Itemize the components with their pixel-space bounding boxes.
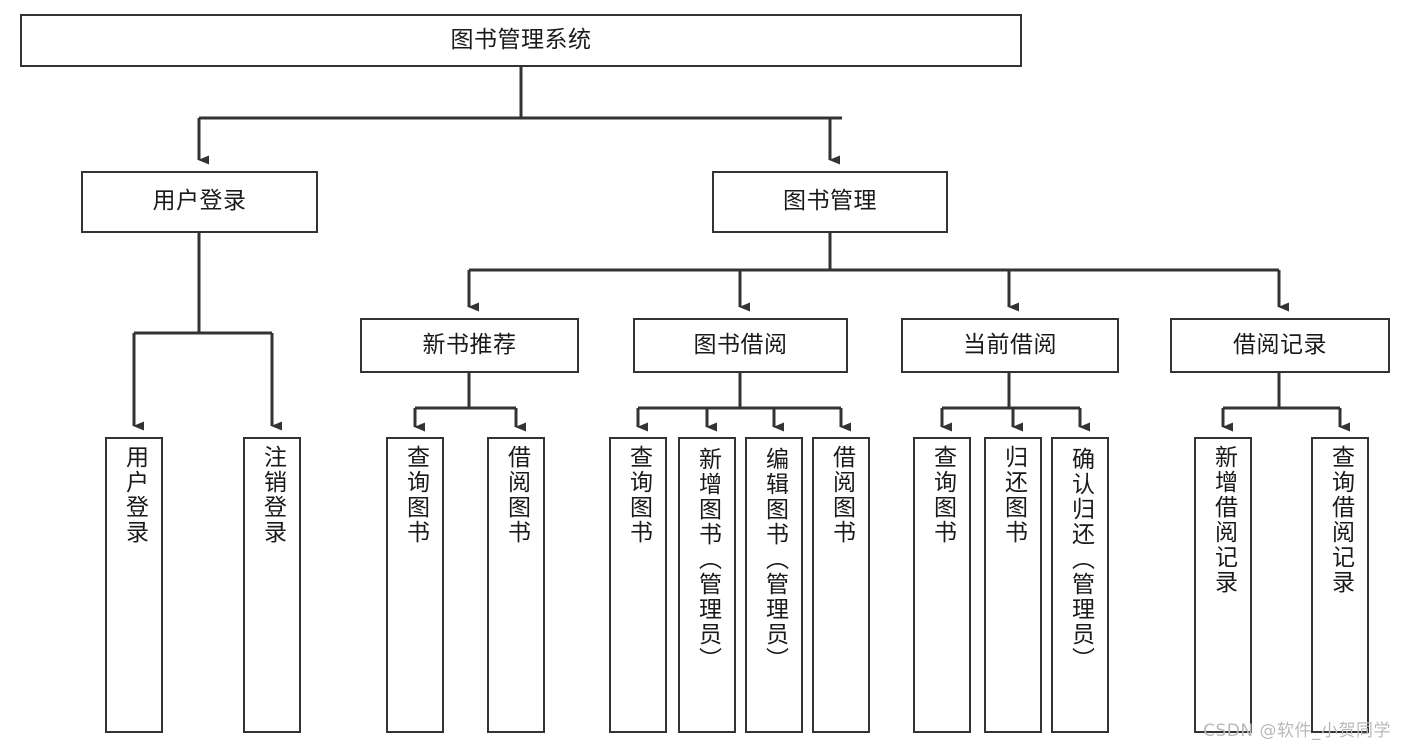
node-leaf-edit-book-admin[interactable]: 编辑图书（管理员） — [745, 437, 803, 733]
node-leaf-user-login[interactable]: 用户登录 — [105, 437, 163, 733]
node-root-system[interactable]: 图书管理系统 — [20, 14, 1022, 67]
node-borrow-record[interactable]: 借阅记录 — [1170, 318, 1390, 373]
node-book-manage-label: 图书管理 — [783, 188, 877, 215]
node-user-login[interactable]: 用户登录 — [81, 171, 318, 233]
node-leaf-confirm-return-admin-label: 确认归还（管理员） — [1067, 447, 1094, 672]
node-leaf-query-book-borrow[interactable]: 查询图书 — [609, 437, 667, 733]
node-new-book-recommend[interactable]: 新书推荐 — [360, 318, 579, 373]
node-leaf-query-book-recommend-label: 查询图书 — [402, 445, 429, 545]
node-leaf-query-book-recommend[interactable]: 查询图书 — [386, 437, 444, 733]
node-leaf-borrow-book-label: 借阅图书 — [828, 445, 855, 545]
node-leaf-edit-book-admin-label: 编辑图书（管理员） — [761, 447, 788, 672]
node-leaf-add-borrow-record[interactable]: 新增借阅记录 — [1194, 437, 1252, 733]
node-book-borrow[interactable]: 图书借阅 — [633, 318, 848, 373]
node-current-borrow-label: 当前借阅 — [963, 331, 1057, 358]
node-new-book-recommend-label: 新书推荐 — [422, 331, 517, 358]
node-user-login-label: 用户登录 — [152, 188, 247, 215]
node-book-borrow-label: 图书借阅 — [693, 331, 788, 358]
node-leaf-return-book-label: 归还图书 — [1000, 445, 1027, 545]
node-leaf-query-book-current-label: 查询图书 — [929, 445, 956, 545]
node-root-label: 图书管理系统 — [450, 26, 592, 53]
node-leaf-return-book[interactable]: 归还图书 — [984, 437, 1042, 733]
node-leaf-query-book-borrow-label: 查询图书 — [625, 445, 652, 545]
node-leaf-borrow-book-recommend-label: 借阅图书 — [503, 445, 530, 545]
node-leaf-add-book-admin-label: 新增图书（管理员） — [694, 447, 721, 672]
node-book-manage[interactable]: 图书管理 — [712, 171, 948, 233]
node-leaf-borrow-book-recommend[interactable]: 借阅图书 — [487, 437, 545, 733]
csdn-watermark: CSDN @软件_小贺同学 — [1203, 721, 1391, 741]
node-leaf-user-login-label: 用户登录 — [121, 445, 148, 545]
node-leaf-query-book-current[interactable]: 查询图书 — [913, 437, 971, 733]
node-leaf-logout-login[interactable]: 注销登录 — [243, 437, 301, 733]
node-leaf-borrow-book[interactable]: 借阅图书 — [812, 437, 870, 733]
node-leaf-query-borrow-record-label: 查询借阅记录 — [1327, 445, 1354, 595]
node-borrow-record-label: 借阅记录 — [1233, 331, 1327, 358]
node-leaf-add-book-admin[interactable]: 新增图书（管理员） — [678, 437, 736, 733]
node-leaf-add-borrow-record-label: 新增借阅记录 — [1210, 445, 1237, 595]
node-current-borrow[interactable]: 当前借阅 — [901, 318, 1119, 373]
node-leaf-confirm-return-admin[interactable]: 确认归还（管理员） — [1051, 437, 1109, 733]
node-leaf-logout-login-label: 注销登录 — [259, 445, 286, 545]
node-leaf-query-borrow-record[interactable]: 查询借阅记录 — [1311, 437, 1369, 733]
